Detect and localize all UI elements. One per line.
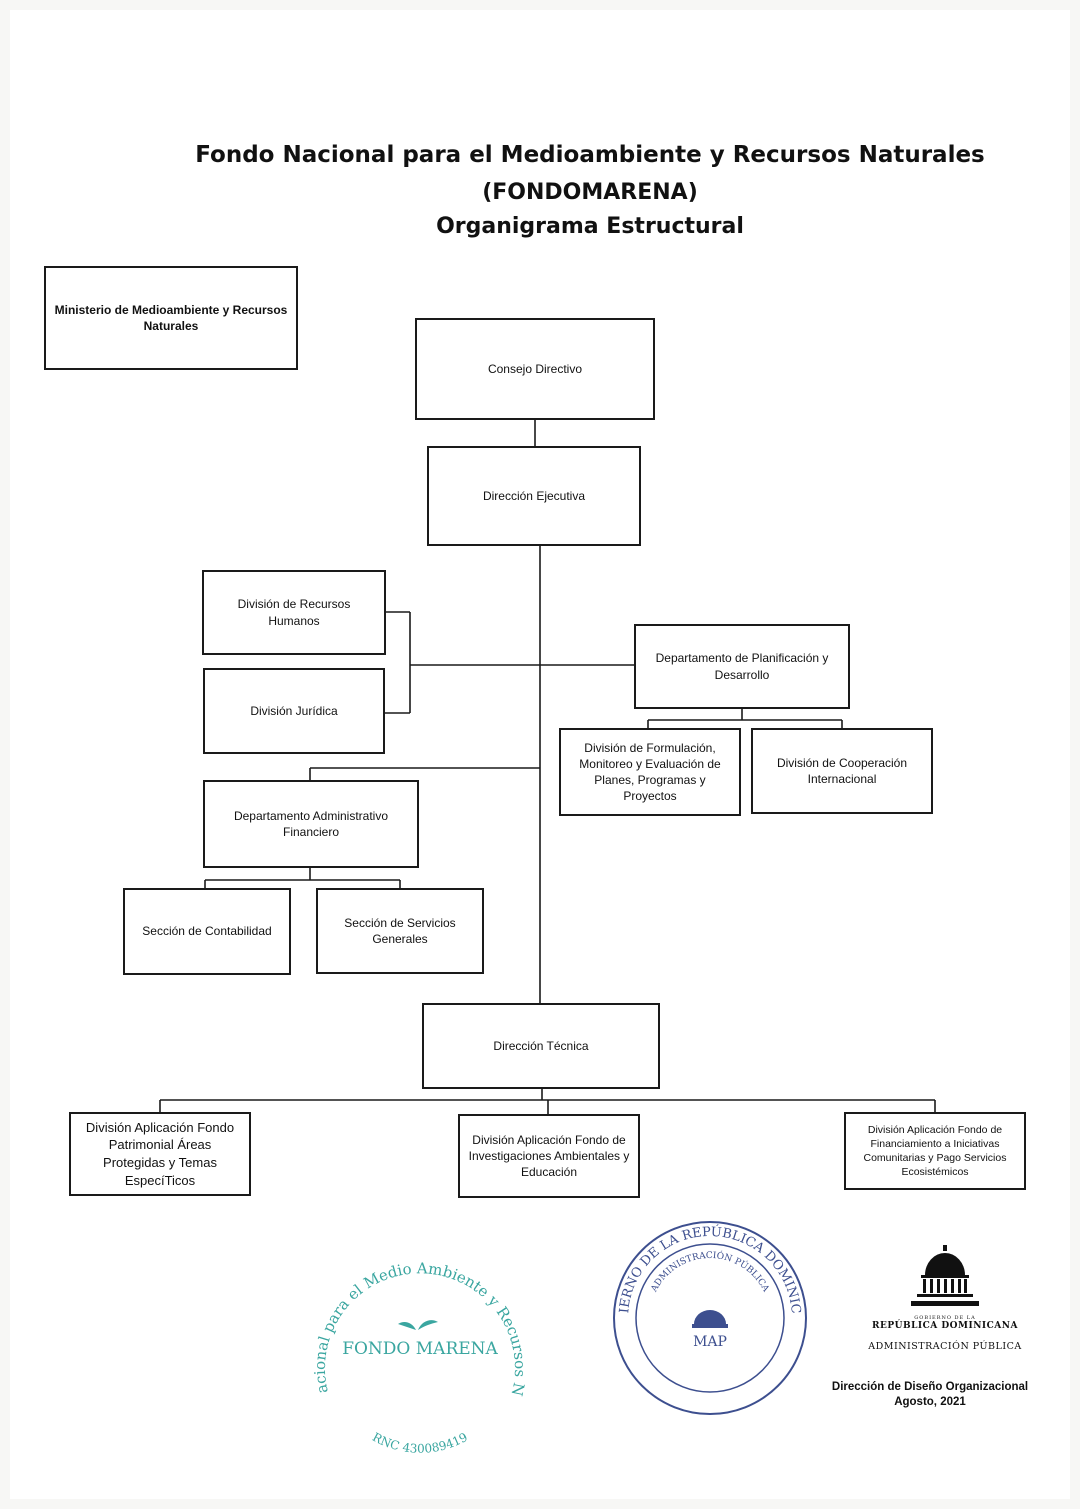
footer-date: Agosto, 2021 <box>894 1395 966 1408</box>
logo-gobierno-text: GOBIERNO DE LA <box>914 1315 976 1321</box>
leaf-icon <box>398 1320 438 1330</box>
svg-text:RNC 430089419: RNC 430089419 <box>370 1430 470 1456</box>
box-division-fondo-financiamiento: División Aplicación Fondo de Financiamie… <box>844 1112 1026 1190</box>
box-direccion-tecnica: Dirección Técnica <box>422 1003 660 1089</box>
footer-department: Dirección de Diseño Organizacional <box>831 1381 1029 1393</box>
document-acronym: (FONDOMARENA) <box>482 180 698 205</box>
dome-icon <box>692 1310 728 1328</box>
box-division-fondo-patrimonial: División Aplicación Fondo Patrimonial Ár… <box>69 1112 251 1196</box>
map-seal-center-text: MAP <box>693 1334 727 1350</box>
box-seccion-servicios-generales: Sección de Servicios Generales <box>316 888 484 974</box>
document-footer: Dirección de Diseño Organizacional Agost… <box>810 1380 1050 1410</box>
document-subtitle: Organigrama Estructural <box>436 214 744 239</box>
box-ministerio: Ministerio de Medioambiente y Recursos N… <box>44 266 298 370</box>
fondomarena-seal: Fondo Nacional para el Medio Ambiente y … <box>300 1222 529 1456</box>
box-division-juridica: División Jurídica <box>203 668 385 754</box>
map-seal: GOBIERNO DE LA REPÚBLICA DOMINICANA ADMI… <box>610 1218 807 1415</box>
seal-ring-text: Fondo Nacional para el Medio Ambiente y … <box>300 1222 529 1398</box>
box-division-cooperacion: División de Cooperación Internacional <box>751 728 933 814</box>
box-departamento-administrativo: Departamento Administrativo Financiero <box>203 780 419 868</box>
box-consejo-directivo: Consejo Directivo <box>415 318 655 420</box>
svg-text:ADMINISTRACIÓN PÚBLICA: ADMINISTRACIÓN PÚBLICA <box>649 1249 771 1294</box>
national-palace-dome-icon <box>911 1245 979 1306</box>
logo-republica-text: REPÚBLICA DOMINICANA <box>872 1321 1018 1331</box>
map-seal-inner-text: ADMINISTRACIÓN PÚBLICA <box>649 1249 771 1294</box>
document-title: Fondo Nacional para el Medioambiente y R… <box>195 142 985 168</box>
box-division-formulacion: División de Formulación, Monitoreo y Eva… <box>559 728 741 816</box>
box-seccion-contabilidad: Sección de Contabilidad <box>123 888 291 975</box>
seal-name-text: FONDO MARENA <box>342 1339 498 1359</box>
box-departamento-planificacion: Departamento de Planificación y Desarrol… <box>634 624 850 709</box>
logo-administracion-text: ADMINISTRACIÓN PÚBLICA <box>868 1341 1022 1352</box>
svg-text:Fondo Nacional para el Medio A: Fondo Nacional para el Medio Ambiente y … <box>300 1222 529 1398</box>
box-direccion-ejecutiva: Dirección Ejecutiva <box>427 446 641 546</box>
box-division-recursos-humanos: División de Recursos Humanos <box>202 570 386 655</box>
box-division-fondo-investigaciones: División Aplicación Fondo de Investigaci… <box>458 1114 640 1198</box>
seal-rnc-text: RNC 430089419 <box>370 1430 470 1456</box>
government-logo: GOBIERNO DE LA REPÚBLICA DOMINICANA ADMI… <box>840 1245 1050 1352</box>
